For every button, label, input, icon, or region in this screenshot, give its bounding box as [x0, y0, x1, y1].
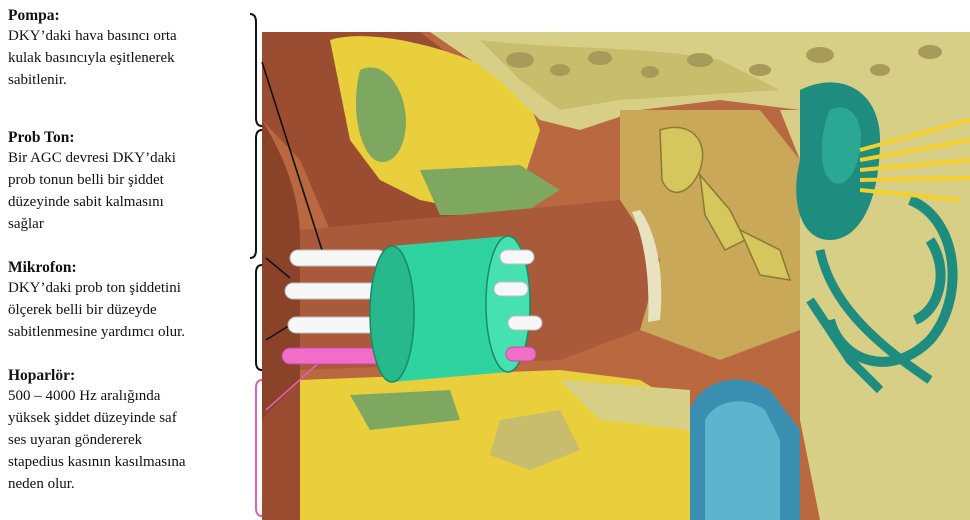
speaker-description-line: neden olur.: [8, 473, 253, 495]
speaker-description-line: ses uyaran göndererek: [8, 429, 253, 451]
probe-tone-description-line: Bir AGC devresi DKY’daki: [8, 147, 253, 169]
pump-description-line: DKY’daki hava basıncı orta: [8, 25, 253, 47]
pump-label: Pompa: DKY’daki hava basıncı orta kulak …: [8, 6, 253, 91]
probe-tone-description-line: düzeyinde sabit kalmasını: [8, 191, 253, 213]
speaker-description-line: stapedius kasının kasılmasına: [8, 451, 253, 473]
pump-title: Pompa:: [8, 6, 253, 25]
pump-tube: [290, 250, 386, 266]
pump-description-line: kulak basıncıyla eşitlenerek: [8, 47, 253, 69]
ear-anatomy-illustration: [262, 32, 970, 520]
microphone-label: Mikrofon: DKY’daki prob ton şiddetini öl…: [8, 258, 253, 343]
microphone-description-line: DKY’daki prob ton şiddetini: [8, 277, 253, 299]
speaker-tube: [282, 348, 386, 364]
probe-tone-description-line: sağlar: [8, 213, 253, 235]
pump-description-line: sabitlenir.: [8, 69, 253, 91]
microphone-title: Mikrofon:: [8, 258, 253, 277]
speaker-description-line: yüksek şiddet düzeyinde saf: [8, 407, 253, 429]
probe-tone-description-line: prob tonun belli bir şiddet: [8, 169, 253, 191]
microphone-description-line: sabitlenmesine yardımcı olur.: [8, 321, 253, 343]
probe-tone-label: Prob Ton: Bir AGC devresi DKY’daki prob …: [8, 128, 253, 235]
speaker-label: Hoparlör: 500 – 4000 Hz aralığında yükse…: [8, 366, 253, 495]
microphone-description-line: ölçerek belli bir düzeyde: [8, 299, 253, 321]
speaker-description-line: 500 – 4000 Hz aralığında: [8, 385, 253, 407]
probe-tone-title: Prob Ton:: [8, 128, 253, 147]
speaker-title: Hoparlör:: [8, 366, 253, 385]
